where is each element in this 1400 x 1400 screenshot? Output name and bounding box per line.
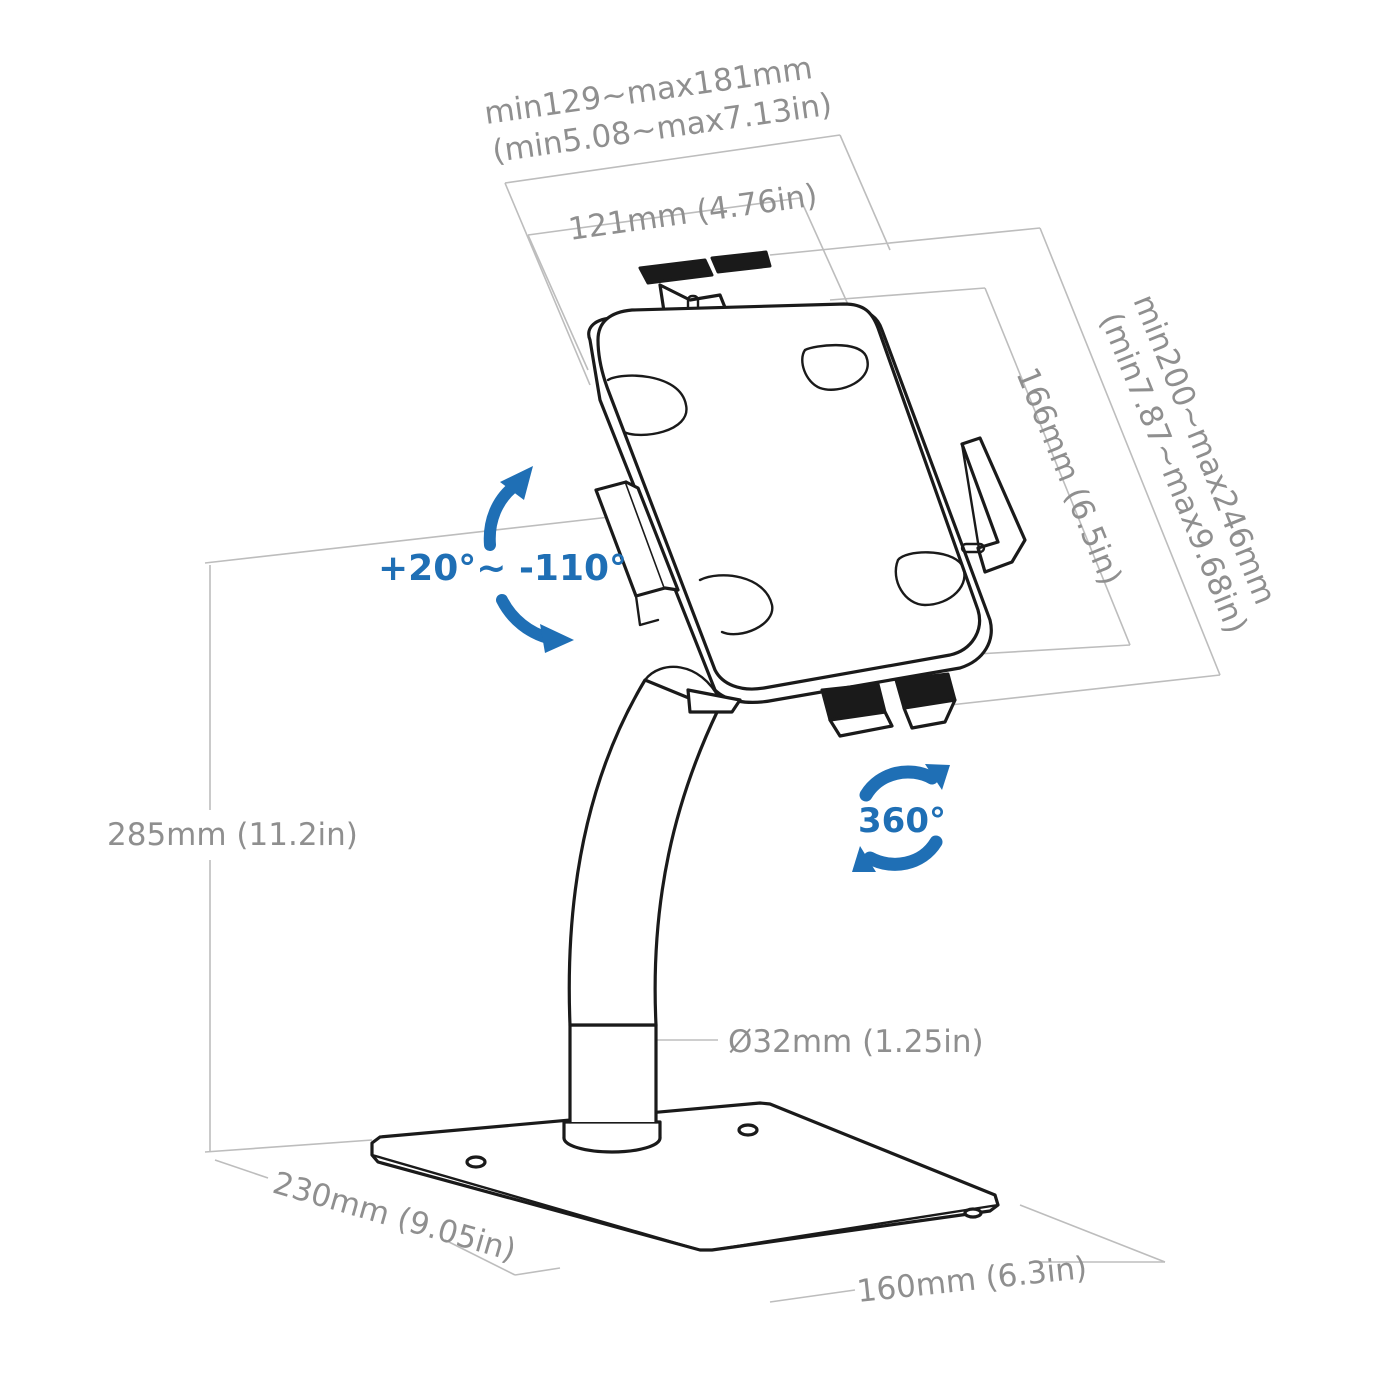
tablet-holder <box>587 250 1027 738</box>
holder-cutout <box>698 574 774 636</box>
rotation-label: 360° <box>858 801 946 841</box>
holder-height-label: 166mm (6.5in) <box>1009 363 1129 591</box>
base-plate <box>370 1101 1000 1252</box>
screw-hole <box>737 1123 759 1137</box>
holder-front-plate <box>596 302 982 691</box>
base-width-label: 160mm (6.3in) <box>855 1250 1089 1310</box>
screw-hole <box>465 1155 487 1169</box>
screw-hole <box>963 1207 983 1219</box>
top-clamp-cap <box>638 258 714 285</box>
holder-cutout <box>606 374 688 437</box>
pole-diameter-label: Ø32mm (1.25in) <box>728 1024 984 1060</box>
holder-width-label: 121mm (4.76in) <box>566 177 819 248</box>
holder-cutout <box>894 551 966 607</box>
dimension-lines <box>204 134 1221 1303</box>
pole <box>567 665 722 1124</box>
holder-cutout <box>801 343 869 391</box>
rotate-360-icon <box>852 764 950 872</box>
tilt-range-label: +20°~ -110° <box>378 548 627 589</box>
right-clamp <box>960 436 1027 574</box>
total-height-label: 285mm (11.2in) <box>107 817 358 853</box>
curved-double-arrow-icon <box>483 466 574 653</box>
feature-labels: +20°~ -110° 360° <box>378 548 946 841</box>
